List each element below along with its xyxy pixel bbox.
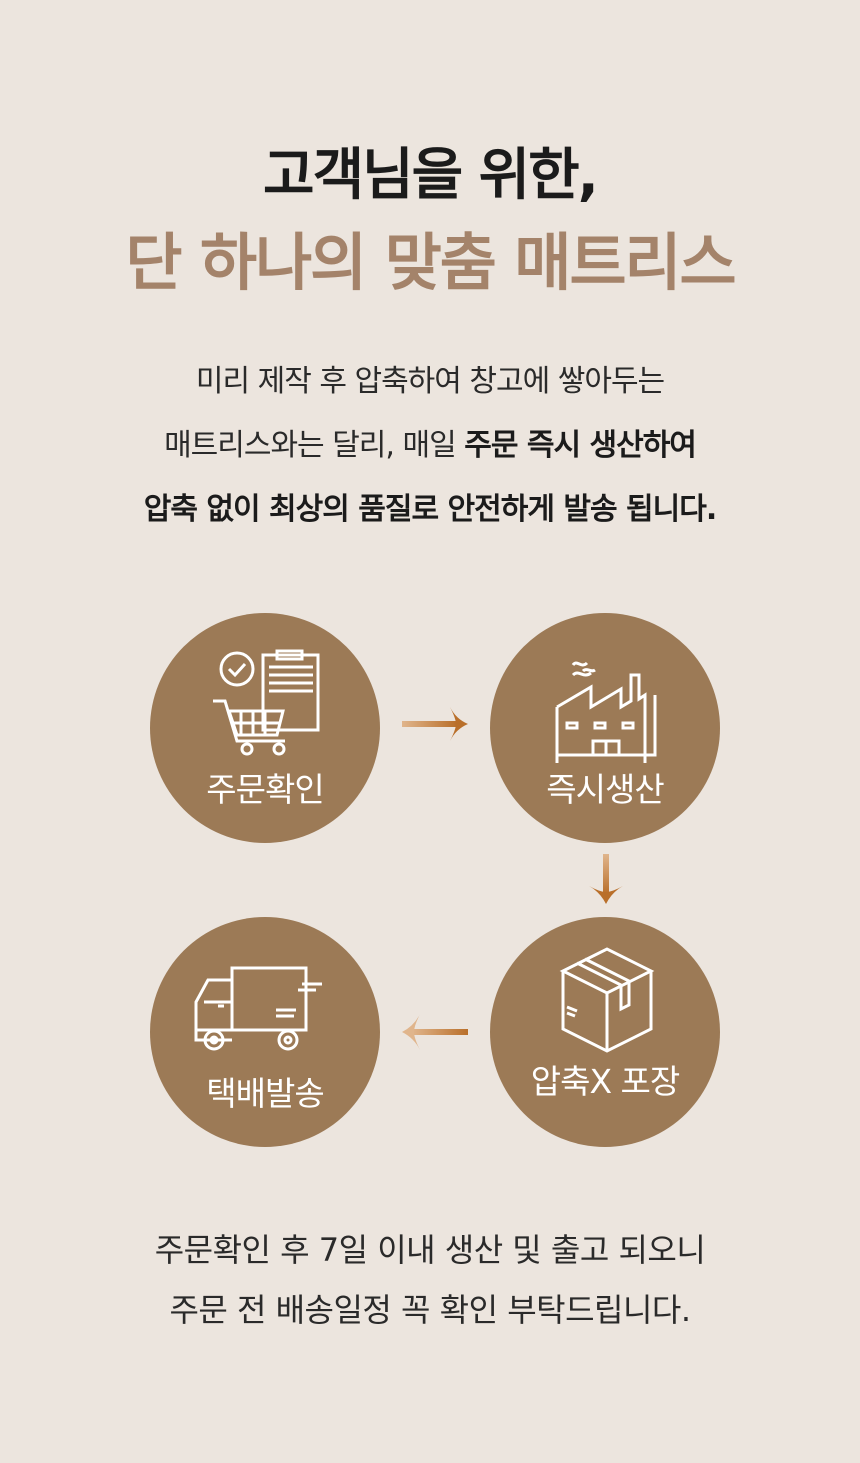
factory-icon: [555, 661, 657, 763]
truck-icon: [194, 966, 322, 1051]
heading-line1: 고객님을 위한,: [263, 143, 599, 208]
arrow-left-icon: [402, 1014, 468, 1050]
step-label: 즉시생산: [546, 770, 664, 809]
description-line2-bold: 주문 즉시 생산하여: [464, 428, 697, 463]
description-line3-bold: 압축 없이 최상의 품질로 안전하게 발송 됩니다.: [143, 492, 717, 527]
step-label: 압축X 포장: [530, 1062, 681, 1101]
arrow-right-icon: [402, 707, 468, 741]
step-label: 택배발송: [206, 1074, 324, 1113]
footer-line2: 주문 전 배송일정 꼭 확인 부탁드립니다.: [169, 1291, 691, 1329]
step-delivery: 택배발송: [150, 917, 380, 1147]
box-icon: [559, 947, 655, 1053]
heading-line2: 단 하나의 맞춤 매트리스: [125, 226, 736, 299]
footer-notice: 주문확인 후 7일 이내 생산 및 출고 되오니 주문 전 배송일정 꼭 확인 …: [0, 1220, 860, 1340]
step-packaging: 압축X 포장: [490, 917, 720, 1147]
description-line2: 매트리스와는 달리, 매일 주문 즉시 생산하여: [0, 414, 860, 478]
cart-clipboard-icon: [213, 649, 320, 756]
description-line1: 미리 제작 후 압축하여 창고에 쌓아두는: [195, 364, 665, 399]
description-line3: 압축 없이 최상의 품질로 안전하게 발송 됩니다.: [0, 478, 860, 542]
description: 미리 제작 후 압축하여 창고에 쌓아두는 매트리스와는 달리, 매일 주문 즉…: [0, 350, 860, 542]
description-line2-normal: 매트리스와는 달리, 매일: [164, 428, 465, 463]
step-order-confirm: 주문확인: [150, 613, 380, 843]
footer-line1: 주문확인 후 7일 이내 생산 및 출고 되오니: [154, 1231, 706, 1269]
step-production: 즉시생산: [490, 613, 720, 843]
step-label: 주문확인: [206, 770, 324, 809]
arrow-down-icon: [589, 854, 623, 904]
